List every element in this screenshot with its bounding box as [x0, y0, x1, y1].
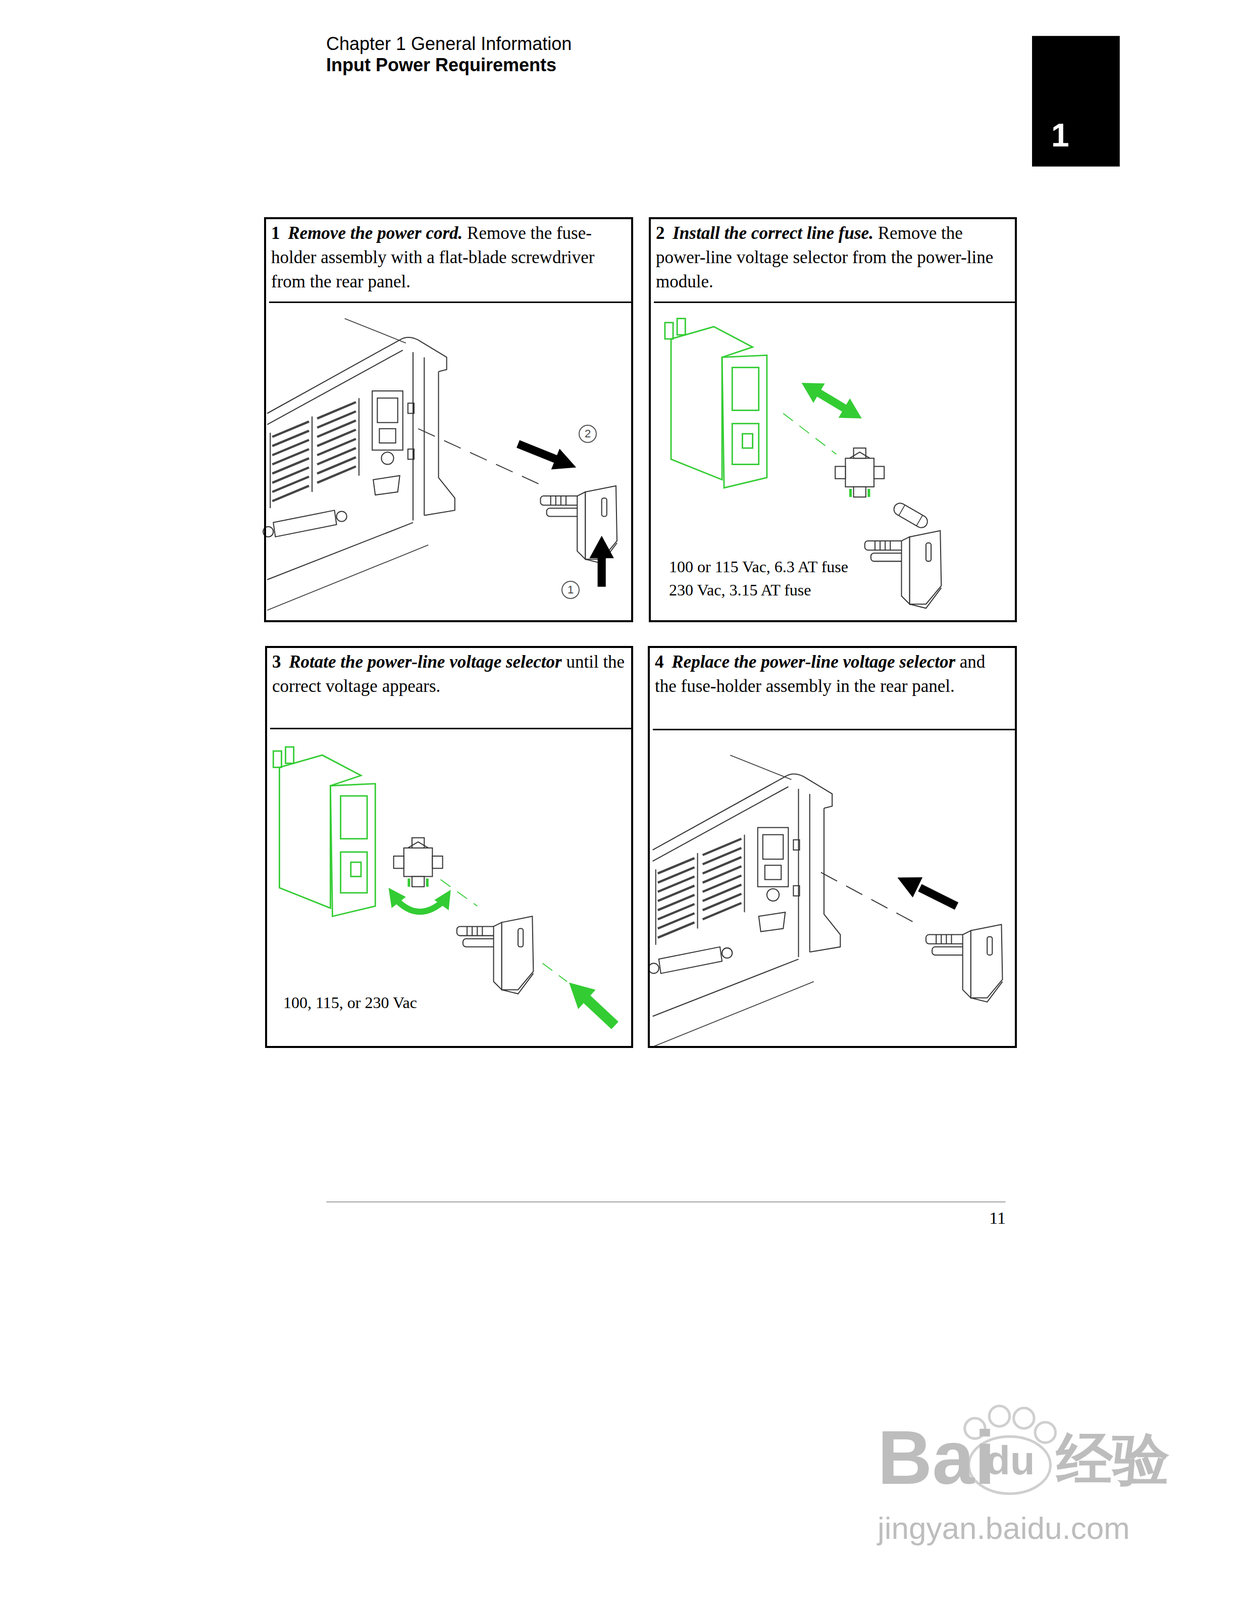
power-module-illustration-part-part [891, 500, 930, 530]
selector-rotation-illustration-part [456, 915, 534, 994]
selector-rotation-illustration-part [569, 982, 596, 1010]
reinstall-illustration-part [897, 877, 923, 898]
watermark-url: jingyan.baidu.com [877, 1509, 1130, 1546]
chapter-tab-number: 1 [1051, 117, 1070, 155]
step-title: Remove the power cord. [287, 223, 463, 243]
power-module-illustration-part [801, 382, 826, 403]
rear-panel-illustration [263, 318, 617, 611]
rear-panel-illustration-part [551, 448, 577, 470]
selector-rotation-illustration-part [393, 837, 443, 887]
rear-panel-illustration-part [540, 485, 617, 564]
callout-circle: 1 [561, 580, 580, 599]
reinstall-illustration-part [648, 754, 841, 1047]
power-module-illustration-part [835, 447, 885, 497]
rear-panel-illustration-part [418, 428, 539, 484]
selector-rotation-illustration-part [273, 746, 376, 916]
step-box: 3Rotate the power-line voltage selectoru… [265, 645, 634, 1048]
selector-rotation-illustration-part [583, 995, 615, 1026]
step-header: 2Install the correct line fuse.Remove th… [653, 219, 1015, 303]
rear-panel-illustration-part [518, 443, 559, 460]
watermark-text: Bai [877, 1413, 996, 1502]
rear-panel-illustration-part [597, 555, 606, 587]
power-module-illustration-part [838, 398, 862, 419]
rear-panel-illustration-part [589, 535, 614, 558]
step-title: Replace the power-line voltage selector [671, 651, 956, 672]
watermark-text: 经验 [1056, 1426, 1170, 1492]
footer-rule [326, 1201, 1006, 1203]
power-module-illustration [664, 318, 942, 609]
step-number: 3 [272, 651, 282, 672]
step-header: 1Remove the power cord.Remove the fuse-h… [269, 219, 632, 303]
step-header: 4 Replace the power-line voltage selector… [652, 647, 1015, 731]
selector-rotation-illustration-part [434, 889, 451, 910]
reinstall-illustration-part [925, 923, 1003, 1002]
step-number: 4 [654, 651, 664, 672]
selector-rotation-illustration-part [388, 887, 406, 908]
power-module-illustration-part [864, 530, 942, 609]
reinstall-illustration [648, 754, 1003, 1047]
step-header: 3Rotate the power-line voltage selectoru… [270, 647, 632, 730]
callout-number: 2 [584, 427, 591, 441]
callout-circle: 2 [578, 424, 597, 443]
step-box: 4 Replace the power-line voltage selector… [647, 645, 1017, 1048]
step-number: 1 [271, 223, 281, 243]
power-module-illustration-part [664, 318, 767, 488]
callout-number: 1 [567, 583, 574, 597]
selector-rotation-illustration [273, 746, 615, 1025]
step-number: 2 [655, 223, 665, 243]
running-header: Chapter 1 General Information [326, 33, 572, 55]
step-title: Rotate the power-line voltage selector [288, 651, 562, 672]
step-box: 2Install the correct line fuse.Remove th… [648, 217, 1017, 623]
fuse-voltage-note: 230 Vac, 3.15 AT fuse [668, 579, 811, 600]
section-header: Input Power Requirements [326, 54, 557, 76]
fuse-voltage-note: 100 or 115 Vac, 6.3 AT fuse [668, 556, 849, 577]
power-module-illustration-part [891, 500, 930, 530]
step-box: 1Remove the power cord.Remove the fuse-h… [264, 217, 634, 623]
watermark-paw-part [1035, 1421, 1056, 1442]
power-module-illustration-part [818, 392, 845, 408]
step-title: Install the correct line fuse. [672, 223, 874, 243]
watermark-text: du [985, 1436, 1036, 1484]
power-module-illustration-part [783, 413, 837, 454]
power-module-illustration-part-part [898, 504, 923, 526]
chapter-tab [1032, 35, 1120, 167]
rear-panel-illustration-part [263, 318, 455, 611]
watermark-paw-part [1013, 1407, 1035, 1428]
reinstall-illustration-part [919, 887, 957, 906]
page-number: 11 [989, 1207, 1006, 1228]
fuse-voltage-note: 100, 115, or 230 Vac [283, 992, 418, 1013]
